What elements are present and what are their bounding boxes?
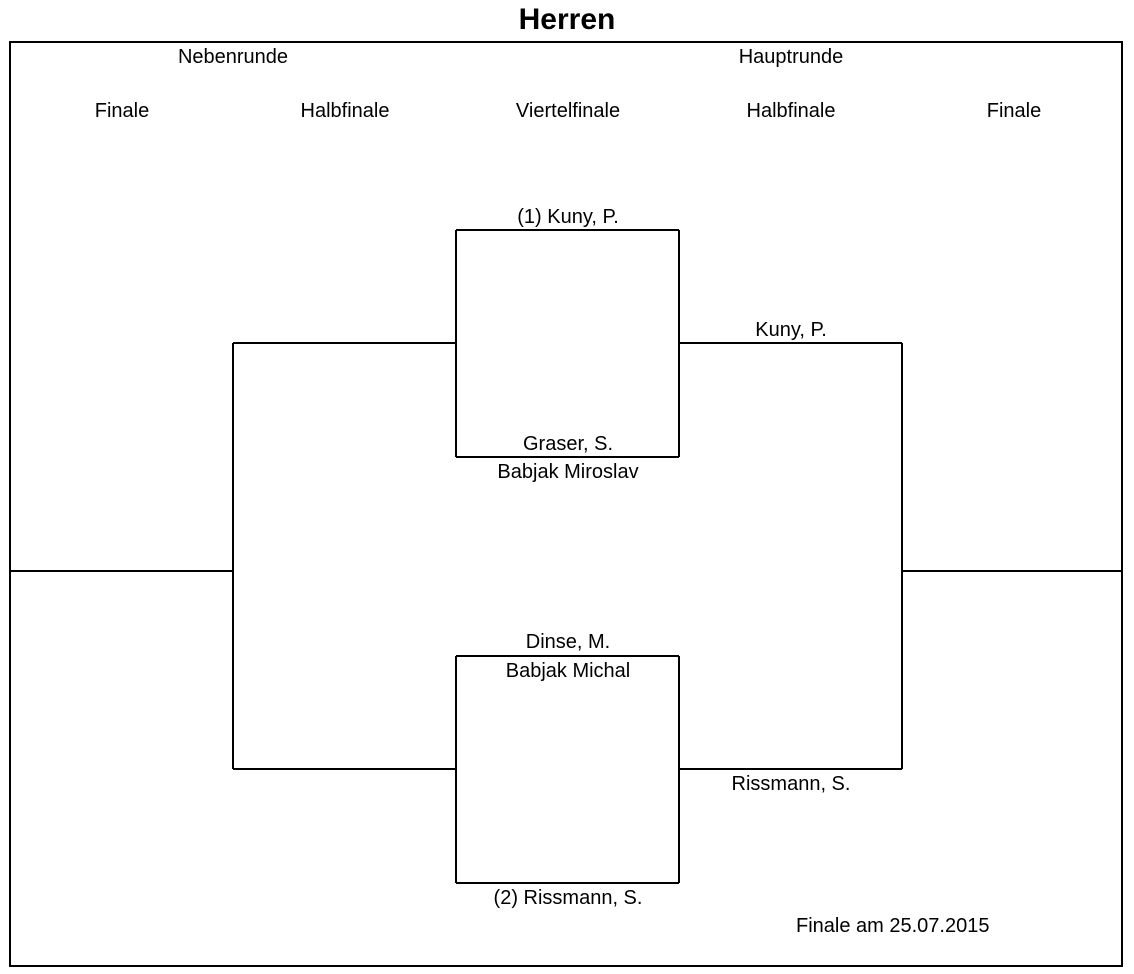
qf1-bottom-player: Graser, S.: [522, 433, 614, 455]
section-hauptrunde: Hauptrunde: [738, 46, 844, 68]
consolation-player-1: Babjak Miroslav: [497, 461, 639, 483]
sf-top-winner: Kuny, P.: [755, 319, 827, 341]
round-viertelfinale: Viertelfinale: [515, 100, 621, 122]
bracket-frame: [9, 41, 1123, 967]
round-haupt-halbfinale: Halbfinale: [746, 100, 836, 122]
consolation-player-2: Babjak Michal: [505, 660, 631, 682]
section-nebenrunde: Nebenrunde: [177, 46, 289, 68]
page-title: Herren: [518, 3, 616, 36]
qf2-bottom-player: (2) Rissmann, S.: [493, 887, 643, 909]
qf2-top-player: Dinse, M.: [525, 631, 611, 653]
round-neben-finale: Finale: [94, 100, 150, 122]
qf1-top-player: (1) Kuny, P.: [517, 206, 619, 228]
round-haupt-finale: Finale: [986, 100, 1042, 122]
final-date: Finale am 25.07.2015: [796, 915, 990, 937]
sf-bottom-winner: Rissmann, S.: [731, 773, 851, 795]
round-neben-halbfinale: Halbfinale: [300, 100, 390, 122]
